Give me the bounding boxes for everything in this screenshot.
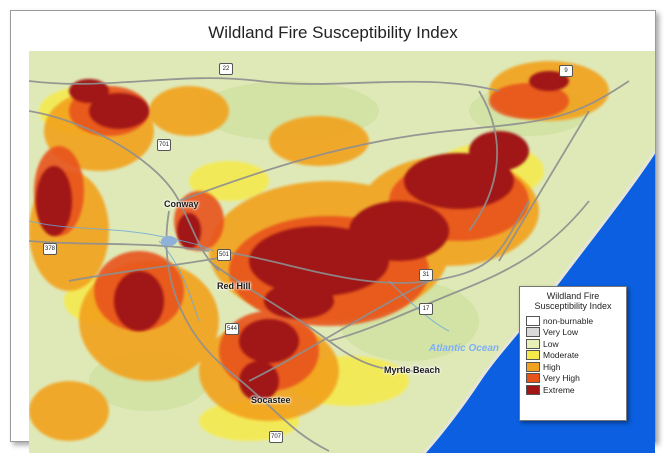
legend-title: Wildland Fire Susceptibility Index <box>526 291 620 311</box>
map-graphic <box>29 51 655 453</box>
legend-item: Very High <box>526 373 620 385</box>
place-socastee: Socastee <box>251 395 291 405</box>
legend-label: Low <box>543 338 559 349</box>
legend-swatch <box>526 315 540 326</box>
lake <box>161 236 177 246</box>
legend-title-line2: Susceptibility Index <box>534 301 612 311</box>
legend-label: Moderate <box>543 350 579 361</box>
extreme-zones <box>36 71 569 401</box>
route-shield-378: 378 <box>43 243 57 255</box>
route-shield-544: 544 <box>225 323 239 335</box>
legend-swatch <box>526 373 540 384</box>
map-title: Wildland Fire Susceptibility Index <box>208 23 458 42</box>
ocean-label: Atlantic Ocean <box>429 343 500 354</box>
road-network <box>29 77 630 452</box>
legend-swatch <box>526 327 540 338</box>
legend: Wildland Fire Susceptibility Index non-b… <box>519 286 627 421</box>
legend-swatch <box>526 338 540 349</box>
legend-item: Extreme <box>526 384 620 396</box>
legend-label: non-burnable <box>543 315 594 326</box>
legend-item: High <box>526 361 620 373</box>
map-frame: Wildland Fire Susceptibility Index <box>10 10 656 453</box>
legend-swatch <box>526 384 540 395</box>
route-shield-17: 17 <box>419 303 433 315</box>
legend-swatch <box>526 350 540 361</box>
route-shield-9: 9 <box>559 65 573 77</box>
route-shield-707: 707 <box>269 431 283 443</box>
legend-swatch <box>526 361 540 372</box>
route-shield-22: 22 <box>219 63 233 75</box>
place-myrtle-beach: Myrtle Beach <box>384 365 441 375</box>
route-shield-31: 31 <box>419 269 433 281</box>
place-red-hill: Red Hill <box>217 281 251 291</box>
legend-label: Very Low <box>543 327 578 338</box>
route-shield-701: 701 <box>157 139 171 151</box>
legend-item: Very Low <box>526 327 620 339</box>
legend-label: Extreme <box>543 384 575 395</box>
legend-title-line1: Wildland Fire <box>546 291 600 301</box>
map-canvas[interactable]: Conway Red Hill Myrtle Beach Socastee At… <box>29 51 655 453</box>
legend-item: Moderate <box>526 350 620 362</box>
legend-item: Low <box>526 338 620 350</box>
legend-label: Very High <box>543 373 580 384</box>
legend-label: High <box>543 361 561 372</box>
legend-item: non-burnable <box>526 315 620 327</box>
place-conway: Conway <box>164 199 199 209</box>
route-shield-501: 501 <box>217 249 231 261</box>
